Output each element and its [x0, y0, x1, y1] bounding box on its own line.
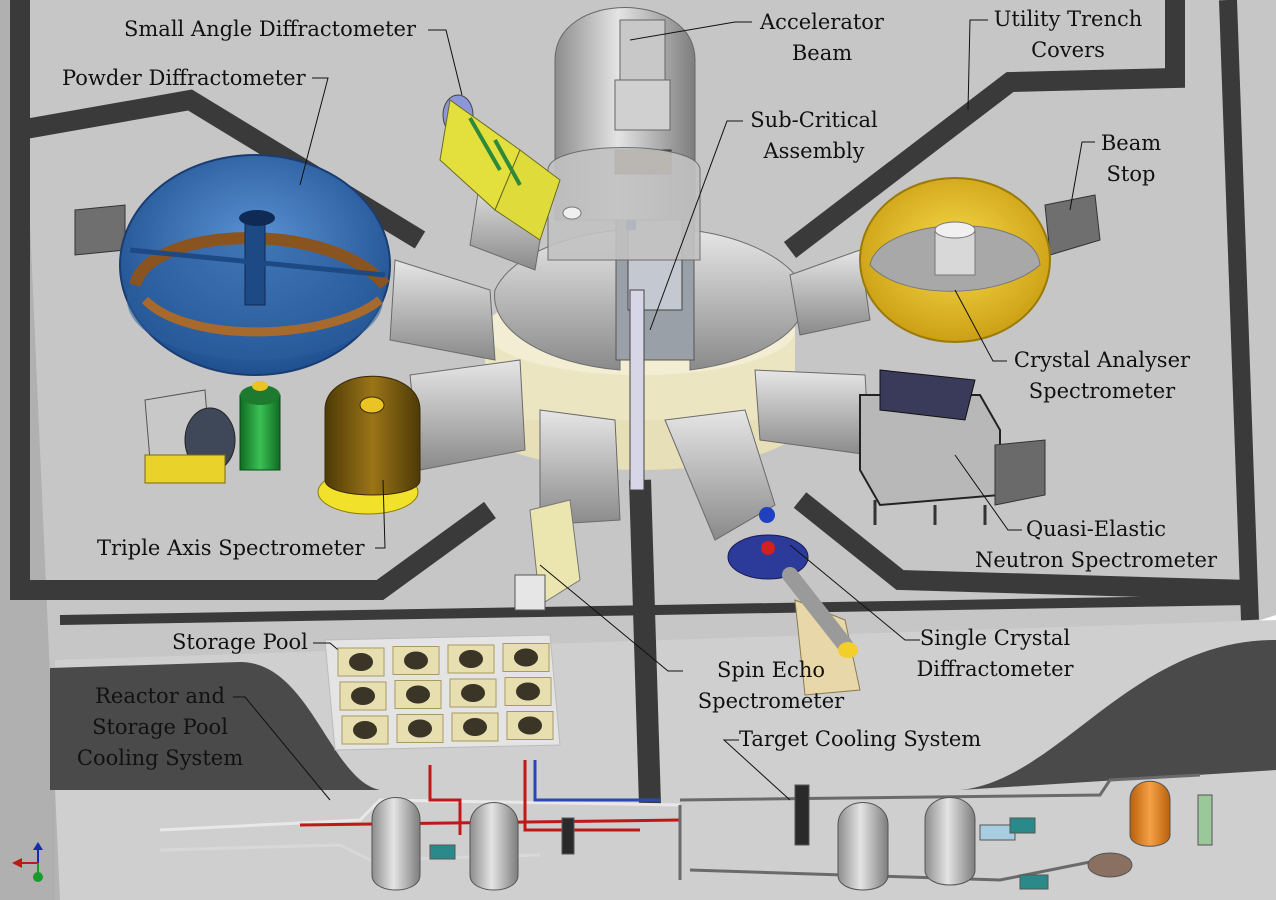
accelerator-tower	[547, 7, 701, 261]
label-reactor-line3: Cooling System	[76, 746, 244, 770]
label-small-angle-diffractometer: Small Angle Diffractometer	[124, 17, 417, 41]
label-spin-line1: Spin Echo	[716, 658, 825, 682]
pool-cell-hole	[406, 685, 430, 704]
pool-cell-hole	[353, 721, 377, 739]
pool-cell-hole	[408, 719, 432, 738]
label-beamstop-line1: Beam	[1100, 131, 1162, 155]
label-beam-stop: Beam Stop	[1095, 128, 1167, 190]
spin-echo-spectrometer	[514, 499, 581, 611]
label-spin-echo-spectrometer: Spin Echo Spectrometer	[683, 655, 859, 717]
label-accelerator-line1: Accelerator	[760, 10, 884, 34]
label-reactor-line2: Storage Pool	[92, 715, 228, 739]
storage-pool-cells	[337, 643, 554, 745]
label-crystal-analyser-spectrometer: Crystal Analyser Spectrometer	[1007, 345, 1197, 407]
label-target-cooling-system: Target Cooling System	[739, 727, 982, 751]
pool-cell-hole	[349, 653, 373, 671]
crystal-analyser-spectrometer	[859, 177, 1101, 343]
triple-axis-spectrometer	[144, 375, 421, 515]
pool-cell-hole	[518, 716, 542, 735]
pool-cell-hole	[514, 648, 538, 667]
pool-cell-hole	[463, 718, 487, 736]
utility-trenches	[10, 0, 1276, 806]
label-subcritical-line2: Assembly	[763, 139, 865, 163]
pool-cell-hole	[351, 687, 375, 705]
label-quasi-line1: Quasi-Elastic	[1025, 517, 1167, 541]
axis-triad	[12, 842, 43, 882]
beam-guides	[389, 179, 871, 541]
label-crystal-line1: Crystal Analyser	[1013, 348, 1191, 372]
label-single-line1: Single Crystal	[919, 626, 1071, 650]
label-powder-diffractometer: Powder Diffractometer	[62, 66, 306, 90]
label-triple-axis-spectrometer: Triple Axis Spectrometer	[97, 536, 365, 560]
pool-cell-hole	[516, 682, 540, 701]
label-quasi-line2: Neutron Spectrometer	[974, 548, 1218, 572]
small-angle-diffractometer	[439, 94, 561, 241]
pool-cell-hole	[404, 651, 428, 670]
label-sub-critical-assembly: Sub-Critical Assembly	[743, 105, 885, 167]
label-beamstop-line2: Stop	[1106, 162, 1156, 186]
powder-diffractometer	[74, 154, 391, 376]
label-utility-trench-covers: Utility Trench Covers	[988, 4, 1148, 66]
cooling-tanks	[371, 780, 1213, 891]
quasi-elastic-spectrometer	[859, 369, 1046, 525]
label-subcritical-line1: Sub-Critical	[750, 108, 878, 132]
label-spin-line2: Spectrometer	[697, 689, 845, 713]
pool-cell-hole	[461, 684, 485, 702]
label-crystal-line2: Spectrometer	[1028, 379, 1176, 403]
label-utility-line2: Covers	[1031, 38, 1105, 62]
label-accelerator-line2: Beam	[791, 41, 853, 65]
single-crystal-diffractometer	[727, 507, 861, 696]
label-leader-lines	[233, 19, 1095, 801]
pool-cell	[451, 712, 499, 742]
label-storage-pool: Storage Pool	[172, 630, 308, 654]
label-utility-line1: Utility Trench	[993, 7, 1143, 31]
label-reactor-line1: Reactor and	[95, 684, 225, 708]
pool-cell-hole	[459, 650, 483, 668]
label-single-crystal-diffractometer: Single Crystal Diffractometer	[912, 623, 1078, 685]
label-quasi-elastic-neutron-spectrometer: Quasi-Elastic Neutron Spectrometer	[972, 514, 1220, 576]
label-reactor-storage-pool-cooling: Reactor and Storage Pool Cooling System	[62, 681, 258, 774]
label-accelerator-beam: Accelerator Beam	[752, 7, 892, 69]
label-single-line2: Diffractometer	[916, 657, 1074, 681]
